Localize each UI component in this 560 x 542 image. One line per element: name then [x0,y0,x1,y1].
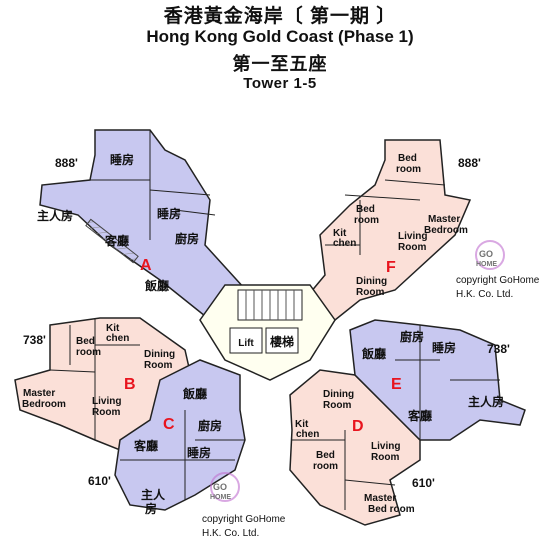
room-d-master-line1: Master [364,493,396,504]
room-b-living-line2: Room [92,407,120,418]
room-f-living-line2: Room [398,242,426,253]
room-e-living: 客廳 [407,408,432,423]
subtitle-chinese: 第一至五座 [232,54,328,74]
room-d-dining-line2: Room [323,400,351,411]
room-d-master-line2: Bed room [368,504,415,515]
area-label-b: 738' [23,333,46,347]
copyright-bottom-line2: H.K. Co. Ltd. [202,528,259,539]
room-e-dining: 飯廳 [361,346,386,361]
gohome-watermark-bottom: GO HOME [210,472,240,502]
svg-text:GO: GO [479,249,493,259]
room-f-dining-line2: Room [356,287,384,298]
area-label-d: 610' [412,476,435,490]
room-d-bedroom-line2: room [313,461,338,472]
unit-letter-a: A [140,257,152,274]
unit-letter-b: B [124,376,136,393]
room-a-living: 客廳 [104,233,129,248]
room-d-dining-line1: Dining [323,389,354,400]
room-f-master-line1: Master [428,214,460,225]
room-f-living-line1: Living [398,231,427,242]
gohome-watermark-top: GO HOME [475,240,505,270]
building-core [199,284,336,381]
room-b-kitchen-line1: Kit [106,323,120,334]
unit-letter-c: C [163,416,175,433]
room-d-kitchen-line2: chen [296,429,319,440]
title-english: Hong Kong Gold Coast (Phase 1) [146,27,414,46]
room-d-kitchen-line1: Kit [295,419,309,430]
subtitle-english: Tower 1-5 [243,75,317,92]
room-d-bedroom-line1: Bed [316,450,335,461]
unit-e [349,319,526,441]
room-e-master: 主人房 [468,394,504,409]
room-f-kitchen-line1: Kit [333,228,347,239]
room-c-bedroom: 睡房 [187,445,211,460]
room-d-living-line1: Living [371,441,400,452]
room-a-bedroom-1: 睡房 [110,152,134,167]
svg-text:HOME: HOME [210,494,231,501]
room-a-bedroom-2: 睡房 [157,206,181,221]
room-b-bedroom-line2: room [76,347,101,358]
room-c-kitchen: 廚房 [198,418,222,433]
room-b-kitchen-line2: chen [106,333,129,344]
copyright-top-line1: copyright GoHome [456,275,540,286]
stair-label: 樓梯 [270,334,294,349]
copyright-bottom-line1: copyright GoHome [202,514,286,525]
svg-text:HOME: HOME [476,261,497,268]
area-label-a: 888' [55,156,78,170]
room-c-dining: 飯廳 [182,386,207,401]
room-c-master-line2: 房 [145,501,157,516]
room-c-master-line1: 主人 [141,487,166,502]
room-f-bedroom-1-line1: Bed [398,153,417,164]
area-label-f: 888' [458,156,481,170]
room-b-dining-line2: Room [144,360,172,371]
area-label-e: 738' [487,342,510,356]
room-a-master: 主人房 [37,208,73,223]
room-f-kitchen-line2: chen [333,238,356,249]
room-b-master-line1: Master [23,388,55,399]
room-a-kitchen: 廚房 [175,231,199,246]
title-chinese: 香港黃金海岸〔 第一期 〕 [163,6,397,27]
svg-text:GO: GO [213,482,227,492]
room-b-dining-line1: Dining [144,349,175,360]
room-b-master-line2: Bedroom [22,399,66,410]
room-f-bedroom-1-line2: room [396,164,421,175]
area-label-c: 610' [88,474,111,488]
room-b-bedroom-line1: Bed [76,336,95,347]
room-f-dining-line1: Dining [356,276,387,287]
unit-letter-f: F [386,259,396,276]
room-e-kitchen: 廚房 [400,329,424,344]
unit-a [39,129,257,321]
unit-c [114,359,246,511]
room-b-living-line1: Living [92,396,121,407]
room-f-master-line2: Bedroom [424,225,468,236]
room-e-bedroom: 睡房 [432,340,456,355]
unit-letter-e: E [391,376,402,393]
room-d-living-line2: Room [371,452,399,463]
room-a-dining: 飯廳 [144,278,169,293]
room-f-bedroom-2-line1: Bed [356,204,375,215]
room-c-living: 客廳 [133,438,158,453]
copyright-top-line2: H.K. Co. Ltd. [456,289,513,300]
lift-label: Lift [238,338,254,349]
unit-letter-d: D [352,418,364,435]
room-f-bedroom-2-line2: room [354,215,379,226]
